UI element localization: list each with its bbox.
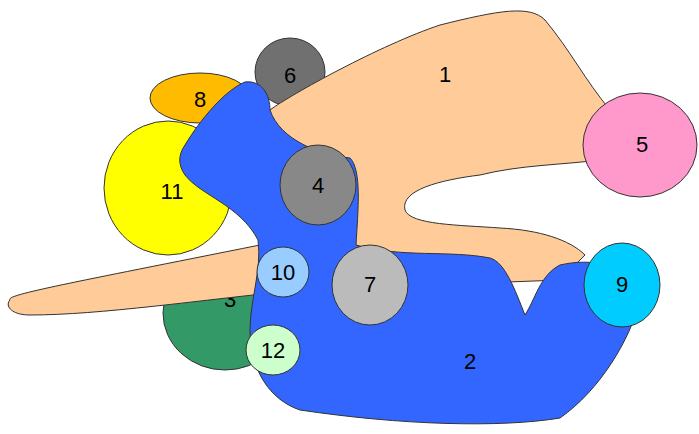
shape-fill	[584, 243, 660, 327]
callout-number: 10	[271, 262, 295, 284]
callout-number: 7	[364, 274, 376, 296]
callout-number: 12	[261, 340, 285, 362]
shape-fill	[246, 325, 300, 375]
domain-circle: 12	[244, 323, 302, 377]
callout-number: 6	[284, 65, 296, 87]
domain-circle: 10	[255, 245, 311, 299]
callout-number: 9	[616, 274, 628, 296]
shape-fill	[104, 121, 232, 255]
domain-circle: 7	[330, 243, 410, 327]
shape-outline	[174, 76, 644, 432]
domain-circle: 5	[581, 91, 699, 199]
shape-fill	[280, 145, 356, 225]
shape-fill	[583, 93, 697, 197]
callout-number: 1	[439, 64, 451, 86]
callout-number: 5	[636, 134, 648, 156]
callout-number: 4	[312, 175, 324, 197]
shape-fill	[255, 38, 325, 106]
domain-circle: 9	[582, 241, 662, 329]
shape-fill	[150, 73, 250, 123]
shape-fill	[8, 11, 610, 315]
shape-fill	[257, 247, 309, 297]
shape-fill	[332, 245, 408, 325]
domain-circle: 4	[278, 143, 358, 227]
callout-number: 2	[464, 351, 476, 373]
callout-number: 11	[161, 181, 184, 203]
region-shape: 2	[174, 76, 644, 432]
callout-number: 8	[194, 89, 206, 111]
shape-fill	[180, 82, 640, 424]
